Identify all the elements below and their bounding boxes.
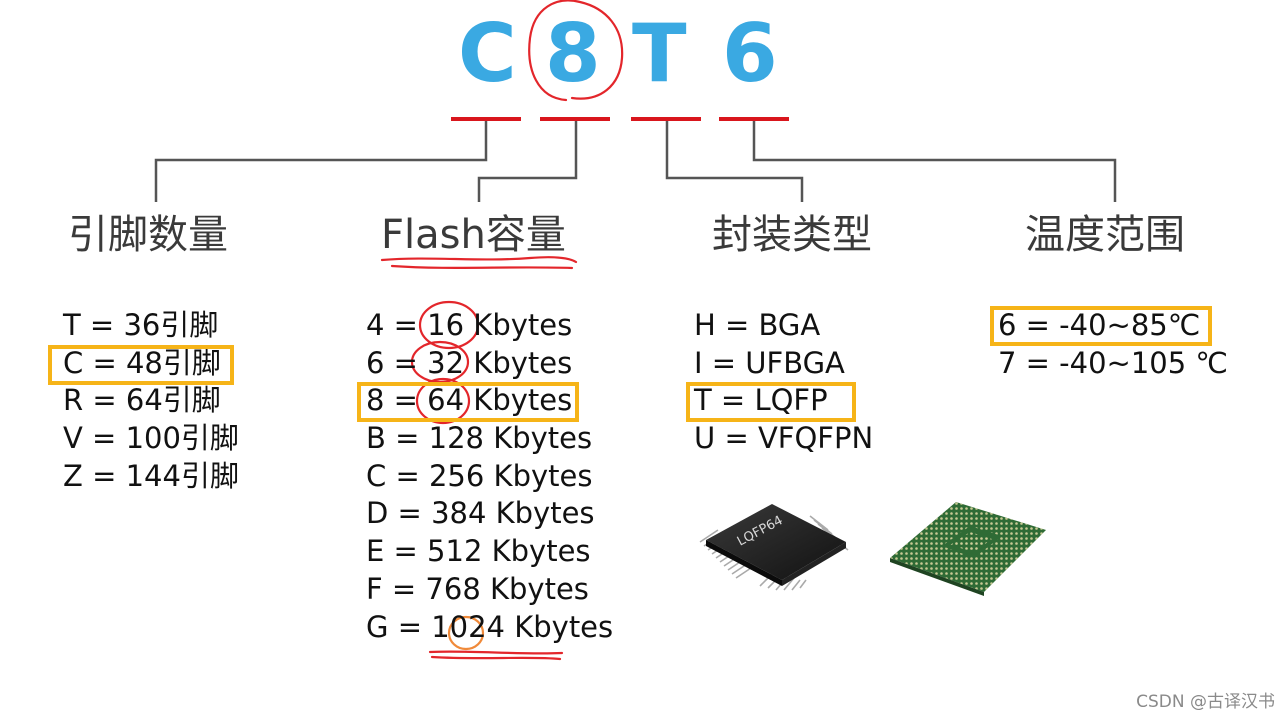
heading-pin-count: 引脚数量: [68, 212, 228, 258]
annotation-circle-16: [418, 300, 480, 350]
code-underline-4: [719, 117, 789, 121]
code-underline-2: [540, 117, 610, 121]
heading-temperature: 温度范围: [1025, 212, 1185, 258]
list-item: E = 512 Kbytes: [366, 534, 591, 569]
code-letter-c: C: [458, 7, 517, 100]
highlight-selected-flash-size: [357, 382, 579, 422]
list-item: C = 256 Kbytes: [366, 458, 593, 493]
code-underline-1: [451, 117, 521, 121]
list-item: V = 100引脚: [63, 421, 239, 456]
list-item: F = 768 Kbytes: [366, 571, 589, 606]
list-flash-size: 4 = 16 Kbytes 6 = 32 Kbytes 8 = 64 Kbyte…: [366, 307, 613, 646]
highlight-selected-package: [686, 382, 856, 422]
list-item: T = 36引脚: [63, 308, 219, 342]
list-item: 7 = -40~105 ℃: [998, 345, 1228, 380]
list-item: 6 = -40~85℃: [998, 308, 1201, 342]
connector-package: [665, 121, 804, 202]
list-item: H = BGA: [694, 308, 821, 342]
highlight-selected-pin-count: [48, 345, 234, 385]
connector-flash-size: [477, 121, 578, 202]
list-item: R = 64引脚: [63, 383, 221, 418]
heading-package: 封装类型: [712, 212, 872, 258]
list-item: 6 = 32 Kbytes: [366, 345, 573, 380]
list-pin-count: T = 36引脚 C = 48引脚 R = 64引脚 V = 100引脚 Z =…: [63, 307, 239, 495]
list-item: C = 48引脚: [63, 345, 221, 380]
lqfp-chip-image: LQFP64: [699, 504, 849, 591]
code-letter-6: 6: [722, 7, 778, 100]
list-package: H = BGA I = UFBGA T = LQFP U = VFQFPN: [694, 307, 873, 458]
list-temperature: 6 = -40~85℃ 7 = -40~105 ℃: [998, 307, 1228, 382]
list-item: 4 = 16 Kbytes: [366, 308, 573, 342]
list-item: 8 = 64 Kbytes: [366, 383, 573, 418]
annotation-underline-1024: [428, 650, 564, 661]
watermark: CSDN @古译汉书: [1136, 692, 1275, 712]
list-item: G = 1024 Kbytes: [366, 609, 614, 644]
highlight-selected-temperature: [990, 306, 1212, 346]
list-item: T = LQFP: [694, 383, 828, 418]
code-letter-8: 8: [545, 7, 601, 100]
list-item: D = 384 Kbytes: [366, 496, 595, 531]
list-item: U = VFQFPN: [694, 421, 874, 456]
annotation-circle-64: [415, 377, 471, 425]
annotation-circle-2: [447, 615, 485, 651]
bga-chip-image: [890, 502, 1046, 596]
annotation-circle-8: [528, 0, 624, 102]
connector-pin-count: [154, 121, 488, 202]
list-item: I = UFBGA: [694, 345, 845, 380]
code-underline-3: [631, 117, 701, 121]
list-item: Z = 144引脚: [63, 458, 239, 493]
connector-temperature: [752, 121, 1117, 202]
list-item: B = 128 Kbytes: [366, 421, 593, 456]
heading-flash-size: Flash容量: [381, 212, 566, 258]
annotation-underline-flash: [380, 256, 578, 270]
code-letter-t: T: [632, 7, 687, 100]
